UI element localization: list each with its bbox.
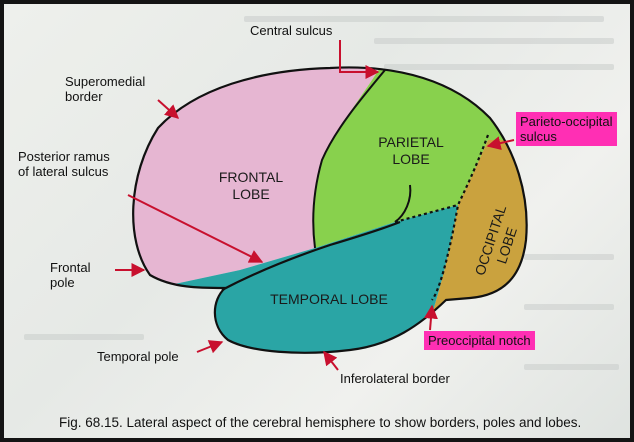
brain-diagram bbox=[4, 4, 630, 438]
posterior-ramus-label: Posterior ramus of lateral sulcus bbox=[18, 149, 110, 179]
central-sulcus-label: Central sulcus bbox=[250, 23, 332, 38]
inferolateral-arrow bbox=[324, 352, 338, 370]
temporal-pole-label: Temporal pole bbox=[97, 349, 179, 364]
parietal-lobe-label: PARIETAL LOBE bbox=[361, 134, 461, 168]
temporal-pole-arrow bbox=[197, 342, 222, 352]
figure-caption: Fig. 68.15. Lateral aspect of the cerebr… bbox=[59, 415, 581, 430]
preoccipital-notch-highlight-label: Preoccipital notch bbox=[424, 331, 535, 350]
parieto-occipital-highlight-label: Parieto-occipital sulcus bbox=[516, 112, 617, 146]
frontal-pole-label: Frontal pole bbox=[50, 260, 90, 290]
temporal-lobe-label: TEMPORAL LOBE bbox=[254, 291, 404, 308]
superomedial-border-label: Superomedial border bbox=[65, 74, 145, 104]
inferolateral-border-label: Inferolateral border bbox=[340, 371, 450, 386]
superomedial-arrow bbox=[158, 100, 178, 118]
frontal-lobe-label: FRONTAL LOBE bbox=[196, 169, 306, 203]
figure-paper: FRONTAL LOBE PARIETAL LOBE OCCIPITAL LOB… bbox=[4, 4, 630, 438]
